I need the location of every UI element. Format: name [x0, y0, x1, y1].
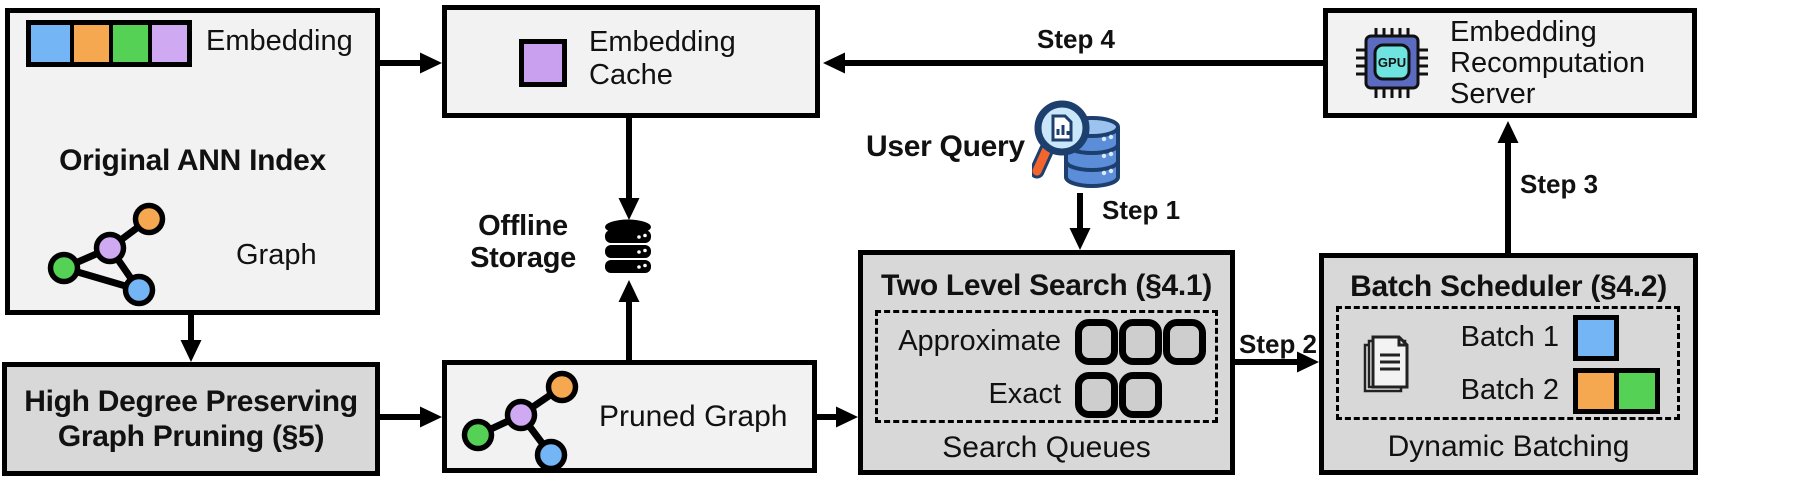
- embedding-cache-label-line2: Cache: [589, 59, 673, 91]
- ann-graph-icon: [47, 202, 166, 307]
- queue-slot: [1163, 318, 1206, 365]
- arrow-pruning-to-pruned-graph: [378, 406, 442, 428]
- embedding-cell-purple: [148, 25, 187, 62]
- step1-label: Step 1: [1102, 195, 1181, 225]
- exact-slots: [1075, 371, 1209, 418]
- graph-node-blue: [122, 273, 156, 307]
- offline-storage-line1: Offline: [478, 210, 568, 242]
- original-ann-index-title: Original ANN Index: [59, 144, 326, 177]
- arrow-step3-scheduler-to-server: [1497, 121, 1519, 255]
- embedding-cache-label-line1: Embedding: [589, 26, 736, 58]
- pruned-graph-box: Pruned Graph: [442, 360, 817, 473]
- graph-node-purple: [504, 398, 538, 432]
- queue-slot: [1075, 318, 1118, 365]
- pruning-title-line1: High Degree Preserving: [24, 385, 358, 418]
- pruning-title-line2: Graph Pruning (§5): [57, 420, 325, 453]
- embedding-cell-blue: [31, 25, 70, 62]
- approximate-slots: [1075, 318, 1209, 365]
- documents-icon: [1363, 335, 1409, 393]
- graph-pruning-box: High Degree Preserving Graph Pruning (§5…: [2, 362, 380, 476]
- pruned-graph-label: Pruned Graph: [599, 400, 788, 433]
- batch-square-orange: [1573, 367, 1619, 414]
- pruned-graph-icon: [461, 370, 579, 468]
- original-ann-index-box: Embedding Original ANN Index Graph: [5, 8, 380, 315]
- two-level-search-box: Two Level Search (§4.1) Approximate Exac…: [858, 250, 1235, 475]
- query-magnifier-database-icon: [1032, 100, 1120, 188]
- graph-node-orange: [545, 370, 579, 404]
- server-label-line1: Embedding: [1450, 15, 1597, 48]
- step4-label: Step 4: [1036, 24, 1116, 54]
- embedding-cell-orange: [70, 25, 109, 62]
- batch-scheduler-box: Batch Scheduler (§4.2) Batch 1 Batch 2: [1319, 253, 1698, 475]
- gpu-chip-label: GPU: [1378, 55, 1406, 70]
- embedding-cell-green: [109, 25, 148, 62]
- graph-label: Graph: [236, 239, 317, 271]
- batch-square-green: [1614, 367, 1660, 414]
- graph-node-purple: [93, 231, 127, 265]
- queue-slot: [1075, 371, 1118, 418]
- arrow-step4-server-to-cache: [823, 52, 1325, 74]
- arrow-index-to-cache: [378, 52, 442, 74]
- queue-slot: [1119, 318, 1162, 365]
- batch-square-blue: [1573, 314, 1619, 361]
- queue-slot: [1119, 371, 1162, 418]
- offline-storage-line2: Storage: [470, 242, 576, 274]
- step2-label: Step 2: [1238, 329, 1318, 359]
- batch1-label: Batch 1: [1460, 321, 1559, 353]
- batch1-row: Batch 1: [1435, 311, 1673, 364]
- batch2-squares: [1573, 367, 1673, 414]
- magnifier-handle: [1032, 144, 1052, 176]
- arrow-cache-to-storage: [618, 116, 640, 220]
- step3-label: Step 3: [1520, 169, 1599, 199]
- graph-node-green: [47, 251, 81, 285]
- embedding-label: Embedding: [206, 25, 353, 57]
- batch2-row: Batch 2: [1435, 364, 1673, 417]
- cached-embedding-square: [519, 39, 567, 87]
- approximate-label: Approximate: [898, 325, 1061, 357]
- two-level-search-title: Two Level Search (§4.1): [880, 269, 1212, 302]
- server-label-line2: Recomputation: [1450, 46, 1646, 79]
- dynamic-batching-region: Batch 1 Batch 2: [1336, 306, 1680, 420]
- user-query-label: User Query: [866, 130, 1025, 163]
- embedding-cache-box: Embedding Cache: [442, 5, 820, 118]
- exact-label: Exact: [988, 378, 1061, 410]
- search-queues-region: Approximate Exact: [875, 310, 1218, 423]
- graph-node-green: [461, 418, 495, 452]
- arrow-pruned-graph-to-storage: [618, 280, 640, 362]
- arrow-step2-search-to-scheduler: [1233, 351, 1319, 373]
- arrow-step1-query-to-search: [1069, 193, 1091, 250]
- batch1-squares: [1573, 314, 1673, 361]
- offline-storage-label: Offline Storage: [458, 210, 588, 274]
- approximate-row: Approximate: [878, 315, 1215, 368]
- graph-node-orange: [132, 202, 166, 236]
- arrow-index-to-pruning: [180, 313, 202, 362]
- search-queues-label: Search Queues: [942, 431, 1151, 464]
- server-label-line3: Server: [1450, 77, 1536, 110]
- gpu-chip-icon: GPU: [1356, 28, 1428, 98]
- batch2-label: Batch 2: [1460, 374, 1559, 406]
- graph-node-blue: [534, 438, 568, 468]
- recomputation-server-box: GPU Embedding Recomputation Server: [1323, 8, 1697, 118]
- exact-row: Exact: [878, 368, 1215, 421]
- embedding-strip: [26, 20, 192, 67]
- database-icon: [605, 219, 651, 273]
- dynamic-batching-label: Dynamic Batching: [1387, 430, 1630, 463]
- batch-scheduler-title: Batch Scheduler (§4.2): [1350, 270, 1667, 303]
- arrow-pruned-graph-to-search: [815, 406, 858, 428]
